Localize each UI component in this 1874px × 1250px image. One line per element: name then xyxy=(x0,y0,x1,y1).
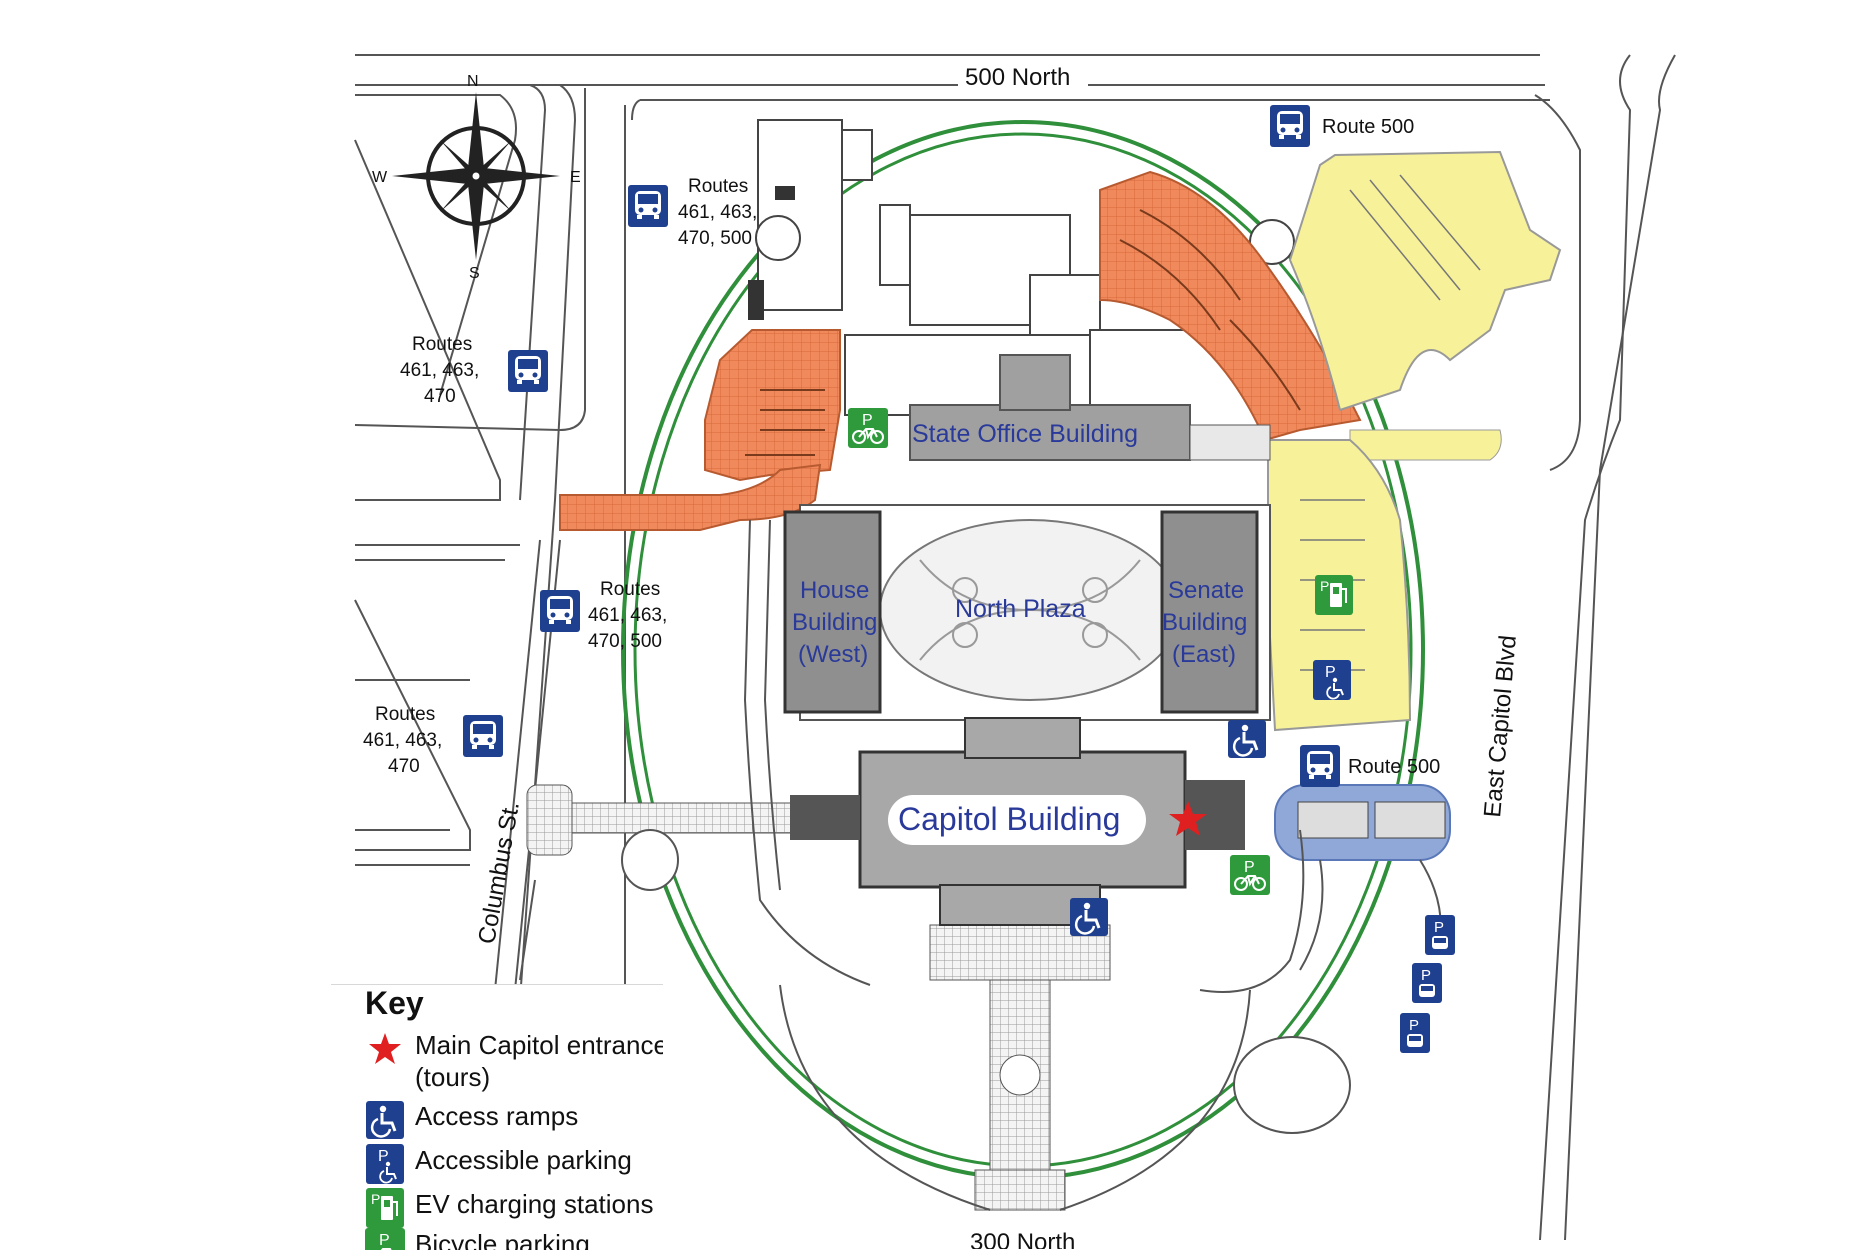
street-label-west: Columbus St. xyxy=(473,799,525,946)
legend-item-ev-charging: EV charging stations xyxy=(365,1188,653,1228)
route-line: Routes xyxy=(600,579,660,600)
south-circle xyxy=(999,1054,1041,1096)
ev-charging-icon xyxy=(365,1188,405,1228)
legend-item-accessible-parking: Accessible parking xyxy=(365,1144,632,1184)
yellow-access-road xyxy=(1349,429,1502,461)
bus-parking-icon xyxy=(1412,963,1442,1003)
bus-stop-icon xyxy=(463,715,503,757)
route-line: 470, 500 xyxy=(678,228,752,249)
bus-stop-icon xyxy=(508,350,548,392)
bus-stop-icon xyxy=(628,185,668,227)
compass-rose xyxy=(392,92,560,260)
orange-parking-west xyxy=(704,329,841,482)
legend-label: Bicycle parking xyxy=(415,1229,590,1250)
dark-service-block xyxy=(748,280,764,320)
wheelchair-ramp-icon xyxy=(1226,718,1268,760)
route-line: 461, 463, xyxy=(678,202,757,223)
street-label-north: 500 North xyxy=(965,64,1070,91)
route-label-west-lower: Routes 461, 463, 470 xyxy=(363,704,448,777)
route-line: 461, 463, xyxy=(588,605,667,626)
bicycle-parking-icon xyxy=(365,1228,405,1250)
route-line: 470 xyxy=(424,386,456,407)
bicycle-parking-icon xyxy=(1229,854,1271,896)
east-bus-shelter xyxy=(1297,801,1369,839)
legend-label: EV charging stations xyxy=(415,1189,654,1219)
route-line: 470 xyxy=(388,756,420,777)
senate-label-line: (East) xyxy=(1172,641,1236,668)
legend-item-main-entrance: Main Capitol entrance (tours) xyxy=(365,1029,663,1093)
route-label-west-middle: Routes 461, 463, 470, 500 xyxy=(588,579,673,652)
state-office-building-shape xyxy=(909,404,1191,461)
east-bus-shelter xyxy=(1374,801,1446,839)
bus-stop-icon xyxy=(540,590,580,632)
house-building-shape xyxy=(783,510,882,714)
route-label-west-upper: Routes 461, 463, 470 xyxy=(400,334,485,407)
accessible-parking-icon xyxy=(1312,659,1352,701)
parking-stripes xyxy=(745,209,1301,456)
capitol-north-wing xyxy=(964,717,1081,759)
pathways xyxy=(743,519,1442,1211)
route-label-north-west: Routes 461, 463, 470, 500 xyxy=(678,176,763,249)
route-line: 470, 500 xyxy=(588,631,662,652)
orange-walkway-west xyxy=(559,463,822,531)
senate-label-line: Senate xyxy=(1168,577,1244,604)
state-office-building-annex xyxy=(1189,424,1271,461)
plaza-ornament xyxy=(919,559,1141,661)
capitol-walkway-west-node xyxy=(526,784,573,856)
route-line: Routes xyxy=(688,176,748,197)
house-label-line: Building xyxy=(792,609,877,636)
house-building-label: House Building (West) xyxy=(792,577,884,668)
legend-label: Access ramps xyxy=(415,1101,579,1131)
route-line: Routes xyxy=(412,334,472,355)
compass-w-label: W xyxy=(372,169,388,186)
capitol-south-plinth xyxy=(974,1169,1066,1211)
house-label-line: House xyxy=(800,577,869,604)
dark-service-block xyxy=(775,186,795,200)
route-label-top-right: Route 500 xyxy=(1322,116,1414,138)
main-entrance-star-icon xyxy=(1169,801,1207,836)
south-east-circle xyxy=(1233,1036,1351,1134)
legend-label: Main Capitol entrance (tours) xyxy=(415,1030,663,1092)
senate-building-shape xyxy=(1160,510,1259,714)
capitol-building-label: Capitol Building xyxy=(898,801,1120,837)
state-office-building-wing xyxy=(999,354,1071,411)
bus-stop-icon xyxy=(1300,745,1340,787)
bicycle-parking-icon xyxy=(847,407,889,449)
north-plaza-label: North Plaza xyxy=(955,595,1086,623)
route-label-east: Route 500 xyxy=(1348,756,1440,778)
senate-label-line: Building xyxy=(1162,609,1247,636)
compass-e-label: E xyxy=(570,169,581,186)
legend-item-access-ramps: Access ramps xyxy=(365,1100,578,1140)
ev-charging-icon xyxy=(1314,574,1354,616)
legend-label: Accessible parking xyxy=(415,1145,632,1175)
bus-parking-icon xyxy=(1425,915,1455,955)
street-label-bg xyxy=(958,62,1088,92)
map-legend: Key Main Capitol entrance (tours) Access… xyxy=(331,984,663,1250)
bus-stop-icon xyxy=(1270,105,1310,147)
capitol-label-bg xyxy=(888,795,1146,845)
senate-building-label: Senate Building (East) xyxy=(1162,577,1254,668)
state-office-building-label: State Office Building xyxy=(912,420,1138,448)
bus-parking-icon xyxy=(1400,1013,1430,1053)
west-circle xyxy=(621,829,679,891)
orange-parking-north-east xyxy=(1099,170,1362,442)
compass-s-label: S xyxy=(469,265,480,282)
route-line: Routes xyxy=(375,704,435,725)
wheelchair-ramp-icon xyxy=(1068,896,1110,938)
accessible-parking-icon xyxy=(365,1144,405,1184)
star-icon xyxy=(369,1033,401,1064)
compass-n-label: N xyxy=(467,73,479,90)
route-line: 461, 463, xyxy=(363,730,442,751)
house-label-line: (West) xyxy=(798,641,868,668)
legend-title: Key xyxy=(365,985,424,1021)
route-line: 461, 463, xyxy=(400,360,479,381)
legend-item-bicycle-parking: Bicycle parking xyxy=(365,1228,590,1250)
wheelchair-ramp-icon xyxy=(365,1100,405,1140)
street-label-south: 300 North xyxy=(970,1229,1075,1249)
street-label-east: East Capitol Blvd xyxy=(1479,634,1522,818)
capitol-west-portico xyxy=(790,795,860,840)
